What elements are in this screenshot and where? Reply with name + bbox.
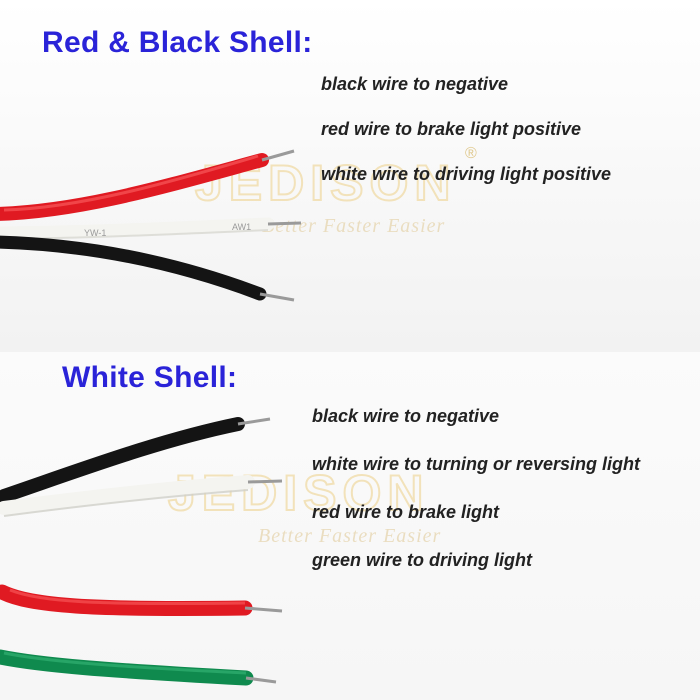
white-wire xyxy=(0,475,255,515)
black-wire-conductor xyxy=(259,292,295,302)
red-wire xyxy=(0,584,253,616)
watermark-registered-mark: ® xyxy=(465,145,477,162)
white-shell-panel xyxy=(0,352,700,700)
caption-green-driving: green wire to driving light xyxy=(312,550,533,570)
white-wire-conductor xyxy=(267,221,302,226)
watermark-tagline: Better Faster Easier xyxy=(262,215,445,237)
wire-print-left: YW-1 xyxy=(84,228,106,238)
caption-red-brake: red wire to brake light xyxy=(312,502,500,522)
wire-print-right: AW1 xyxy=(232,222,251,232)
caption-red-brake-positive: red wire to brake light positive xyxy=(321,119,582,139)
caption-white-turning-reversing: white wire to turning or reversing light xyxy=(312,454,641,474)
green-wire-conductor xyxy=(245,676,277,684)
black-wire xyxy=(0,235,267,301)
red-black-shell-title: Red & Black Shell: xyxy=(42,26,313,59)
watermark-tagline: Better Faster Easier xyxy=(258,525,441,547)
red-wire-conductor xyxy=(261,149,295,162)
white-wire-conductor xyxy=(247,479,283,484)
red-wire-conductor xyxy=(244,606,283,613)
green-wire xyxy=(0,649,254,686)
white-shell-wires xyxy=(0,417,283,686)
white-wire xyxy=(0,217,275,240)
red-black-shell-panel xyxy=(0,0,700,352)
caption-white-driving-positive: white wire to driving light positive xyxy=(321,164,612,184)
red-black-shell-wires: YW-1 AW1 xyxy=(0,149,302,302)
black-wire-conductor xyxy=(237,417,271,426)
white-shell-title: White Shell: xyxy=(62,361,238,394)
caption-black-negative: black wire to negative xyxy=(321,74,509,94)
black-wire xyxy=(0,417,245,503)
caption-black-negative: black wire to negative xyxy=(312,406,500,426)
red-wire xyxy=(0,153,269,221)
